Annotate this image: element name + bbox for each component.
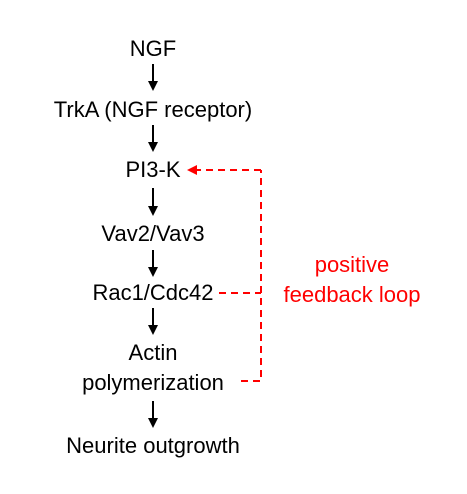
node-pi3k: PI3-K	[125, 157, 181, 182]
node-ngf: NGF	[129, 36, 177, 61]
node-rac: Rac1/Cdc42	[92, 280, 214, 305]
node-neurite: Neurite outgrowth	[66, 433, 240, 458]
feedback-line-actin	[241, 170, 262, 382]
node-vav: Vav2/Vav3	[101, 221, 205, 246]
feedback-label-line2: feedback loop	[283, 282, 421, 307]
feedback-loop-connector	[187, 165, 262, 382]
node-actin-line1: Actin	[128, 340, 178, 365]
node-trka: TrkA (NGF receptor)	[53, 97, 253, 122]
node-actin-line2: polymerization	[82, 370, 224, 395]
feedback-label-line1: positive	[314, 252, 390, 277]
